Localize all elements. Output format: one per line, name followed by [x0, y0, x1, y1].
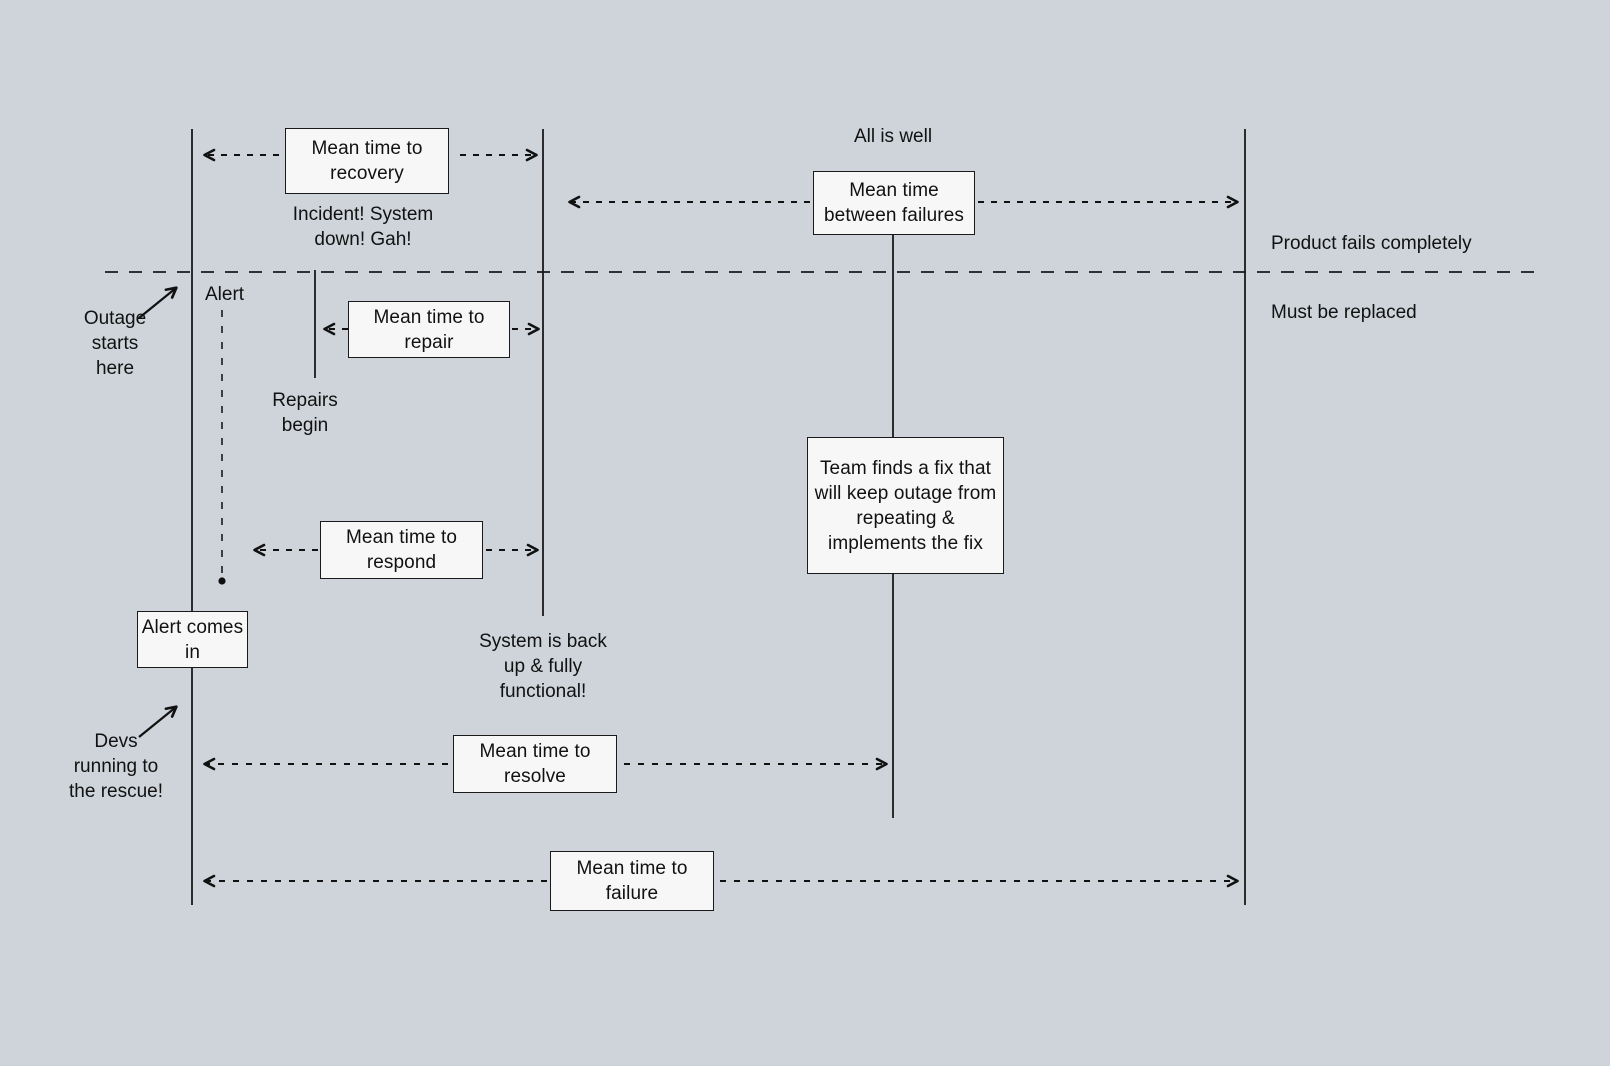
box-mean-time-between-failures[interactable]: Mean time between failures — [813, 171, 975, 235]
box-mean-time-to-failure[interactable]: Mean time to failure — [550, 851, 714, 911]
label-system-is-back-up: System is back up & fully functional! — [479, 631, 607, 702]
box-mean-time-to-resolve[interactable]: Mean time to resolve — [453, 735, 617, 793]
box-mean-time-to-respond[interactable]: Mean time to respond — [320, 521, 483, 579]
label-all-is-well: All is well — [853, 126, 933, 147]
box-alert-comes-in[interactable]: Alert comes in — [137, 611, 248, 668]
label-alert: Alert — [205, 284, 245, 305]
label-incident-system-down: Incident! System down! Gah! — [292, 204, 434, 250]
label-product-fails-completely: Product fails completely — [1271, 233, 1472, 254]
label-must-be-replaced: Must be replaced — [1271, 302, 1417, 323]
label-outage-starts-here: Outage starts here — [83, 308, 147, 379]
box-mean-time-to-repair[interactable]: Mean time to repair — [348, 301, 510, 358]
label-repairs-begin: Repairs begin — [272, 390, 338, 436]
box-team-finds-a-fix[interactable]: Team finds a fix that will keep outage f… — [807, 437, 1004, 574]
dot-icon — [218, 577, 226, 585]
box-mean-time-to-recovery[interactable]: Mean time to recovery — [285, 128, 449, 194]
label-devs-running-to-the-rescue: Devs running to the rescue! — [69, 731, 163, 802]
